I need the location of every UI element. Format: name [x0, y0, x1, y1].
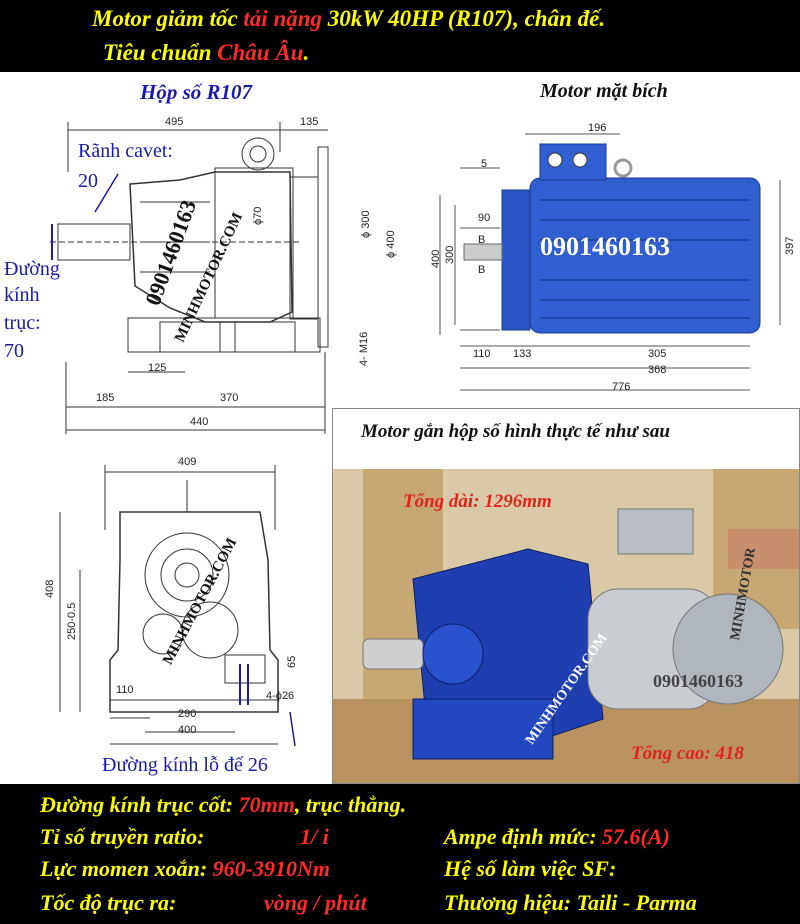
motor-dim-110: 110 [473, 348, 491, 360]
spec-label: , trục thẳng. [294, 792, 407, 817]
motor-dim-300: 300 [444, 245, 456, 264]
spec-label: Đường kính trục cốt: [40, 792, 239, 817]
spec-speed-label: Tốc độ trục ra: [40, 890, 177, 915]
dim-125: 125 [148, 362, 167, 374]
front-dim-26: 4-ϕ26 [266, 690, 295, 702]
spec-label: Lực momen xoắn: [40, 856, 213, 881]
motor-dim-5: 5 [481, 158, 488, 170]
photo-panel: Motor gắn hộp số hình thực tế như sau Tổ… [332, 408, 800, 784]
total-height: Tổng cao: 418 [631, 743, 744, 764]
motor-dim-400: 400 [430, 249, 442, 268]
motor-title: Motor mặt bích [540, 80, 668, 102]
photo-title: Motor gắn hộp số hình thực tế như sau [361, 421, 670, 442]
motor-dim-90: 90 [478, 212, 491, 224]
header-highlight: Châu Âu [217, 40, 304, 65]
dim-440: 440 [190, 416, 209, 428]
photo-image [333, 469, 799, 783]
motor-dim-368: 368 [648, 364, 667, 376]
specs-footer: Đường kính trục cốt: 70mm, trục thẳng. T… [0, 784, 800, 924]
front-dim-250: 250-0.5 [66, 602, 78, 640]
spec-amp: Ampe định mức: 57.6(A) [444, 824, 670, 850]
keyway-note-1: Rãnh cavet: [78, 140, 173, 162]
gearbox-title: Hộp số R107 [140, 80, 253, 104]
front-dim-400: 400 [178, 724, 197, 736]
front-dim-409: 409 [178, 456, 197, 468]
motor-drawing [439, 133, 781, 391]
motor-dim-b2: B [478, 264, 486, 276]
dim-m16: 4- M16 [358, 331, 370, 366]
spec-sf-label: Hệ số làm việc SF: [444, 856, 617, 881]
motor-dim-196: 196 [588, 122, 607, 134]
header-text: Motor giảm tốc [92, 6, 244, 31]
total-length: Tổng dài: 1296mm [403, 491, 552, 512]
spec-value: 57.6(A) [602, 824, 670, 849]
shaft-note-4: 70 [4, 340, 24, 362]
spec-label: Ampe định mức: [444, 824, 603, 849]
front-dim-408: 408 [44, 579, 56, 598]
spec-speed-value: vòng / phút [264, 890, 367, 915]
header-line-1: Motor giảm tốc tải nặng 30kW 40HP (R107)… [92, 6, 605, 32]
header-text: Tiêu chuẩn [103, 40, 218, 65]
keyway-arrow [94, 173, 119, 213]
motor-dim-397: 397 [784, 236, 796, 255]
dim-400: ϕ 400 [385, 230, 397, 258]
dim-370: 370 [220, 392, 239, 404]
motor-dim-133: 133 [513, 348, 532, 360]
keyway-note-2: 20 [78, 170, 98, 192]
spec-value: 960-3910Nm [212, 856, 330, 881]
gearbox-side-drawing [50, 122, 329, 434]
spec-ratio-label: Tỉ số truyền ratio: [40, 824, 205, 849]
dim-185: 185 [96, 392, 115, 404]
front-dim-110: 110 [116, 684, 134, 696]
gearbox-front-drawing [59, 465, 296, 747]
spec-brand: Thương hiệu: Taili - Parma [444, 890, 697, 915]
motor-dim-305: 305 [648, 348, 667, 360]
foot-hole-note: Đường kính lỗ đế 26 [102, 754, 268, 776]
shaft-note-3: trục: [4, 312, 41, 334]
dim-495: 495 [165, 116, 184, 128]
spec-value: 70mm [238, 792, 295, 817]
motor-dim-776: 776 [612, 381, 631, 393]
shaft-note-2: kính [4, 284, 40, 306]
front-dim-290: 290 [178, 708, 197, 720]
header: Motor giảm tốc tải nặng 30kW 40HP (R107)… [0, 0, 800, 72]
photo-watermark-phone: 0901460163 [653, 671, 743, 691]
dim-300: ϕ 300 [360, 210, 372, 238]
header-text: 30kW 40HP (R107), chân đế. [322, 6, 606, 31]
front-dim-65: 65 [286, 655, 298, 668]
spec-shaft: Đường kính trục cốt: 70mm, trục thẳng. [40, 792, 406, 818]
header-line-2: Tiêu chuẩn Châu Âu. [103, 40, 309, 66]
dim-70: ϕ70 [252, 206, 264, 225]
spec-ratio-value: 1/ i [300, 824, 329, 849]
header-text: . [303, 40, 310, 65]
motor-phone: 0901460163 [540, 232, 670, 261]
spec-torque: Lực momen xoắn: 960-3910Nm [40, 856, 330, 882]
dim-135: 135 [300, 116, 319, 128]
header-highlight: tải nặng [243, 6, 323, 31]
motor-dim-b1: B [478, 234, 486, 246]
shaft-note-1: Đường [4, 258, 60, 280]
